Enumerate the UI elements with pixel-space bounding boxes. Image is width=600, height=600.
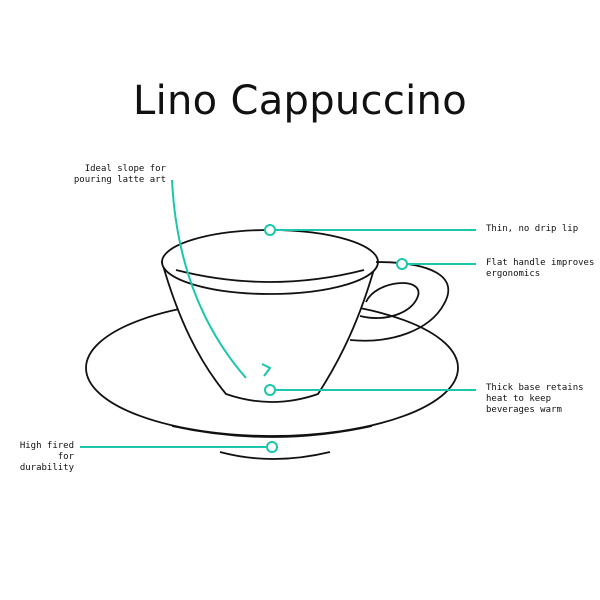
handle-annotation-line: ergonomics [486,269,541,279]
cup-body [160,261,378,403]
cup [160,229,450,403]
slope-annotation: Ideal slope for pouring latte art [36,164,166,186]
cup-rim [161,229,379,295]
lip-annotation: Thin, no drip lip [486,224,598,235]
base-annotation-line: heat to keep [486,394,552,404]
cup-handle-inner [359,282,420,319]
callouts [80,179,476,453]
saucer-foot [219,451,331,460]
slope-annotation-line: pouring latte art [73,175,166,185]
base-annotation-line: beverages warm [486,405,562,415]
slope-arrowhead [261,363,272,377]
handle-annotation: Flat handle improves ergonomics [486,258,598,280]
slope-annotation-line: Ideal slope for [84,164,166,174]
fired-marker [266,441,278,453]
fired-annotation: High fired for durability [4,441,74,474]
fired-annotation-line: High fired for [19,441,74,462]
cup-rim-inner [175,269,365,283]
cup-handle [349,261,450,342]
slope-curve [171,179,247,379]
fired-annotation-line: durability [19,463,74,473]
lip-annotation-line: Thin, no drip lip [486,224,579,234]
handle-marker [396,258,408,270]
base-annotation: Thick base retains heat to keep beverage… [486,383,598,416]
base-annotation-line: Thick base retains [486,383,584,393]
saucer-inner-line [171,425,373,438]
handle-annotation-line: Flat handle improves [486,258,595,268]
diagram-title: Lino Cappuccino [133,78,467,124]
lip-marker [264,224,276,236]
base-marker [264,384,276,396]
